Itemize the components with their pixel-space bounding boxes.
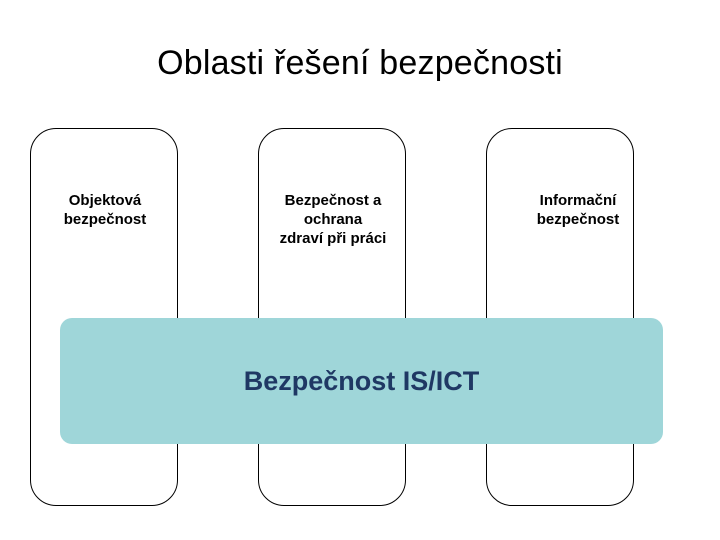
page-title: Oblasti řešení bezpečnosti (157, 44, 563, 82)
pillar-label-2: Bezpečnost a ochrana zdraví při práci (238, 191, 428, 249)
pillar-informacni-bezpecnost: Informační bezpečnost (486, 128, 634, 506)
pillar-label-1: Objektová bezpečnost (35, 191, 175, 229)
base-band-bezpecnost-is-ict: Bezpečnost IS/ICT (60, 318, 663, 444)
pillar-label-1-line1: Objektová (68, 192, 142, 209)
base-band-label: Bezpečnost IS/ICT (243, 366, 480, 396)
pillar-label-2-line2: ochrana (303, 211, 363, 229)
pillar-label-2-line3: zdraví při práci (279, 230, 387, 248)
pillar-label-2-line1: Bezpečnost a (284, 192, 382, 209)
pillar-label-1-line2: bezpečnost (63, 211, 147, 229)
pillar-label-3-line2: bezpečnost (536, 211, 620, 229)
pillar-objektova-bezpecnost: Objektová bezpečnost (30, 128, 178, 506)
pillar-label-3-line1: Informační (539, 192, 617, 209)
pillar-bezpecnost-a-ochrana-zdravi: Bezpečnost a ochrana zdraví při práci (258, 128, 406, 506)
pillar-label-3: Informační bezpečnost (503, 191, 653, 229)
